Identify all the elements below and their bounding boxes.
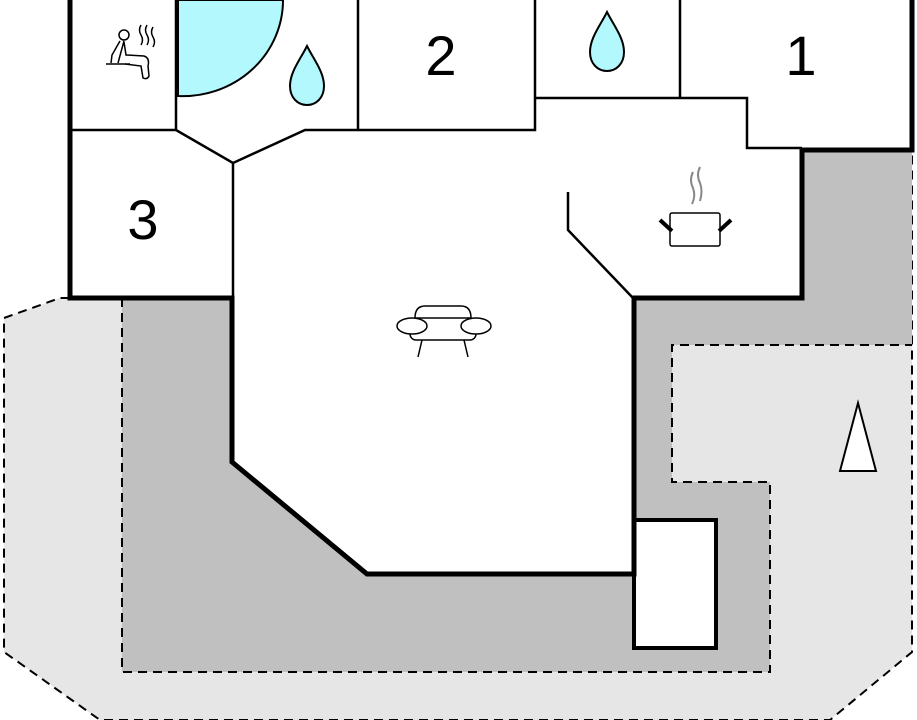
pool-icon <box>177 0 285 98</box>
water-drop-icon <box>288 43 326 107</box>
north-arrow-icon <box>838 399 878 472</box>
house-floor <box>70 0 912 574</box>
room-label-2: 2 <box>425 24 456 87</box>
interior-walls <box>70 0 802 299</box>
cooking-pot-icon <box>658 166 733 247</box>
room-label-3: 3 <box>127 188 158 251</box>
storage-room <box>632 518 718 650</box>
exterior-walls <box>67 0 915 577</box>
terrace-outline <box>121 298 912 673</box>
sofa-icon <box>396 305 492 358</box>
water-drop-icon <box>588 9 626 73</box>
sauna-icon <box>106 24 156 80</box>
room-label-1: 1 <box>785 24 816 87</box>
